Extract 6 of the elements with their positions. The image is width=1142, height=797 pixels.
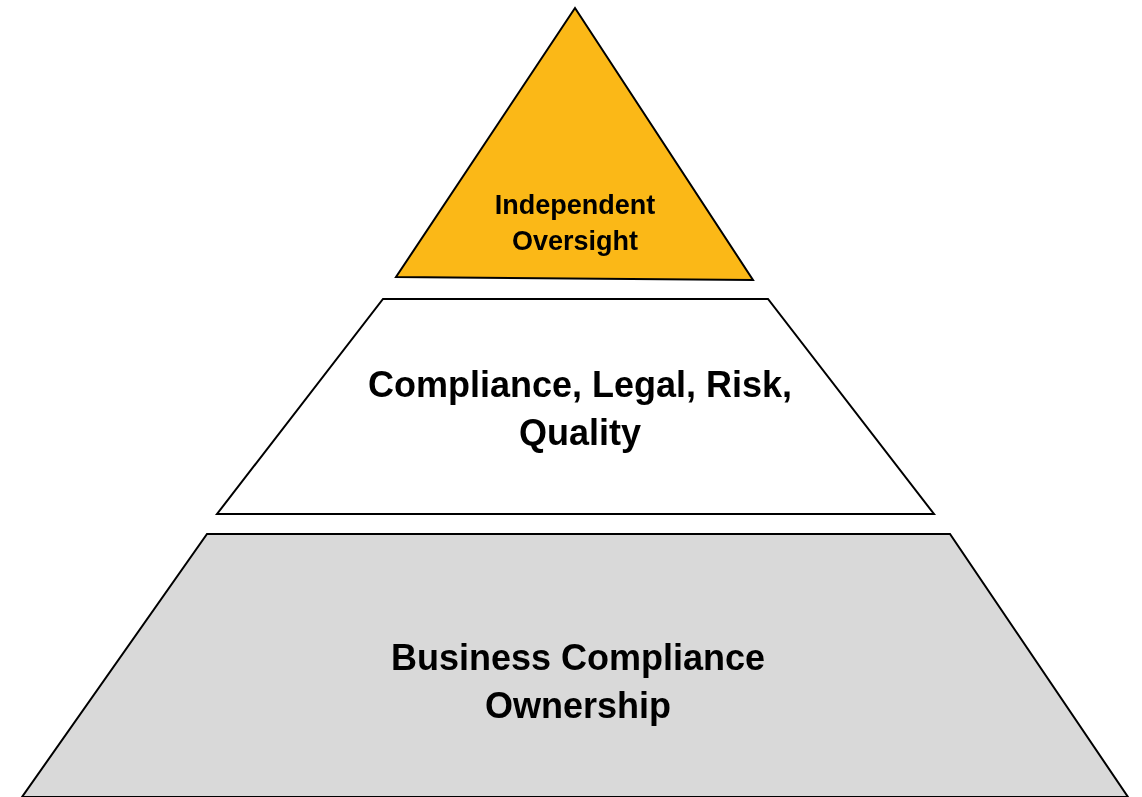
tier-label: Business Compliance Ownership: [389, 636, 767, 728]
pyramid-tier: [394, 6, 756, 282]
pyramid-tier: [20, 532, 1130, 797]
tier-label: Independent Oversight: [493, 189, 657, 258]
pyramid-tier: [215, 297, 936, 516]
tier-label: Compliance, Legal, Risk, Quality: [366, 363, 794, 455]
